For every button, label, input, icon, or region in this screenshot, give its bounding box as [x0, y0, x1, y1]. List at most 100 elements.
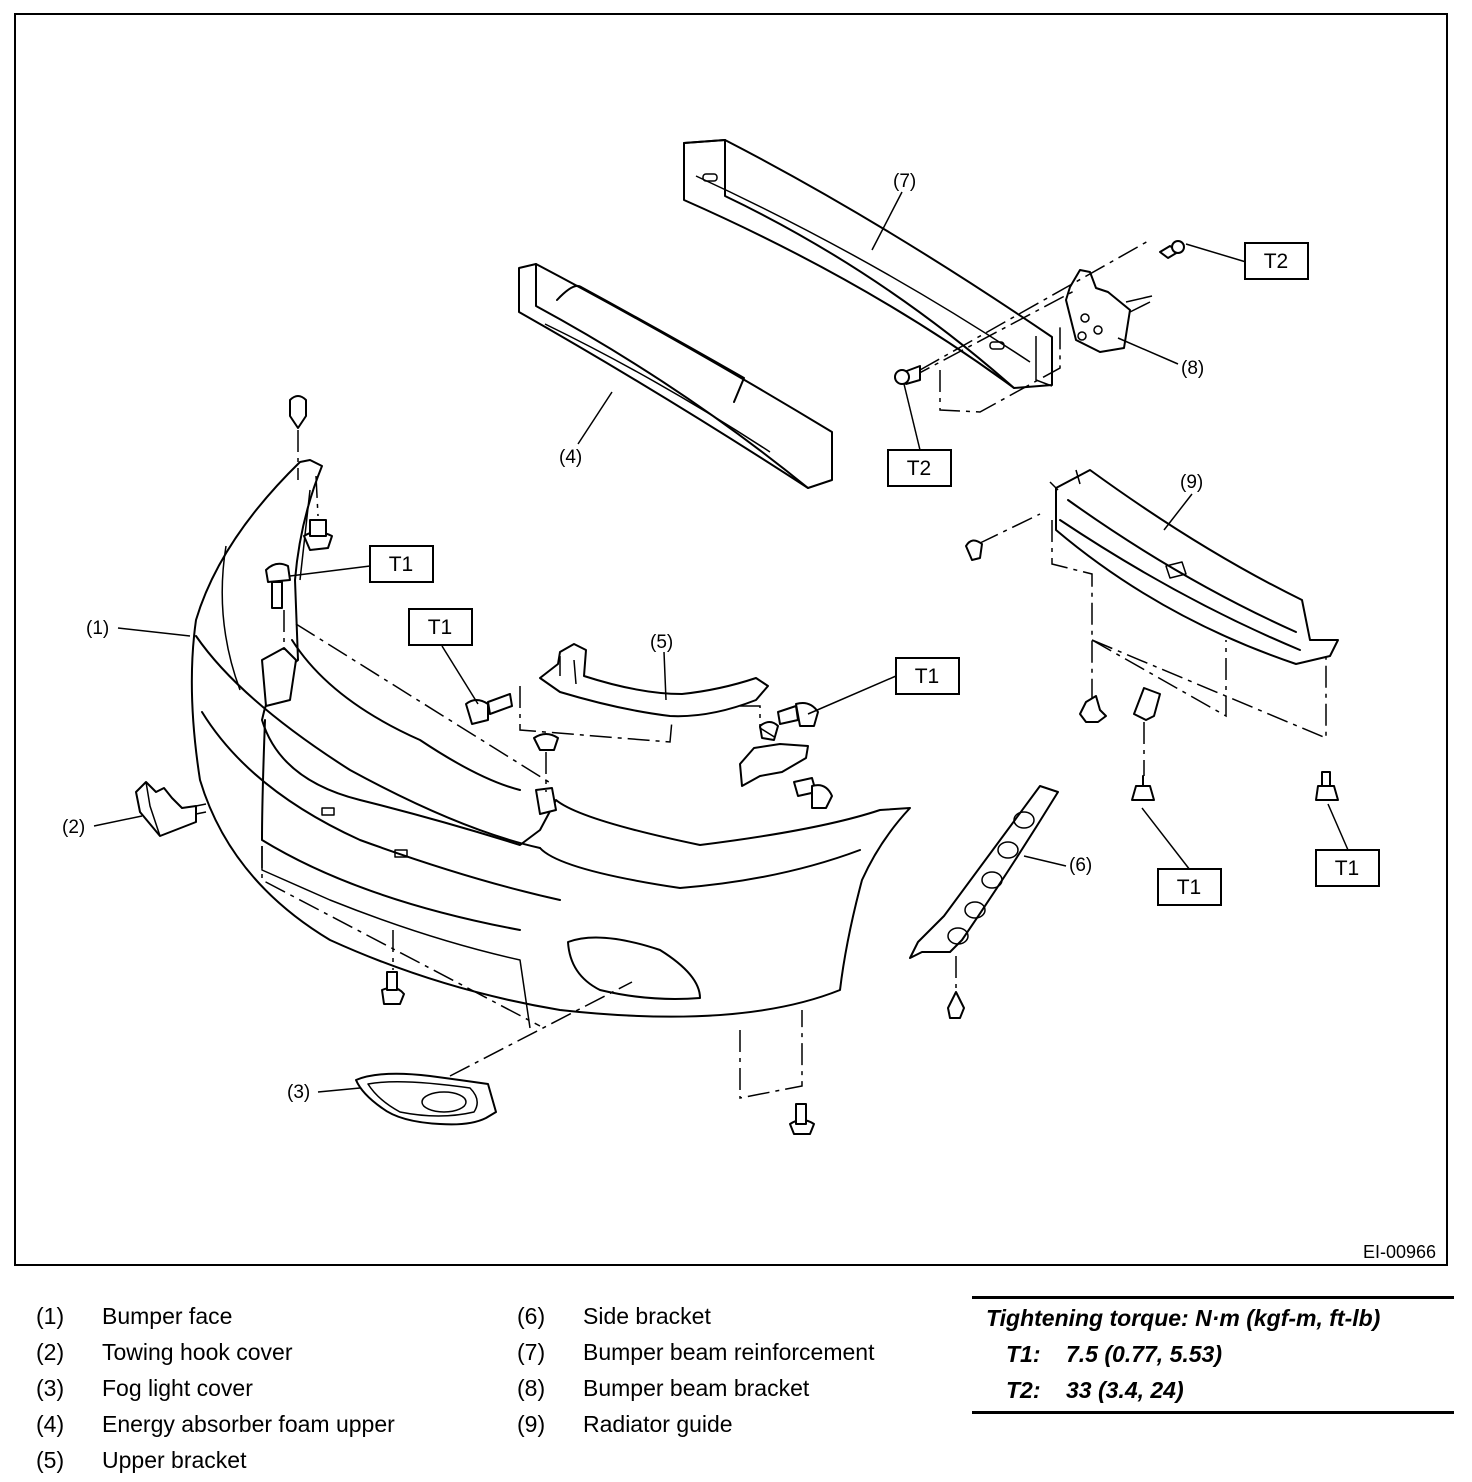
leader-t2-b: [903, 383, 921, 451]
bumper-face-part: [190, 459, 911, 1029]
svg-text:T1: T1: [1335, 857, 1360, 880]
torque-tag-t1-e: T1: [1315, 849, 1380, 887]
torque-tag-t1-d: T1: [1157, 868, 1222, 906]
leader-9: [1163, 493, 1193, 531]
legend-label: Fog light cover: [102, 1375, 253, 1401]
legend-number: (5): [36, 1447, 65, 1473]
radiator-guide-clip: [1079, 695, 1107, 723]
legend-label: Bumper beam reinforcement: [583, 1339, 875, 1365]
legend-number: (3): [36, 1375, 65, 1401]
svg-text:T1: T1: [1177, 876, 1202, 899]
legend-number: (9): [517, 1411, 546, 1437]
leader-8: [1117, 337, 1179, 365]
radiator-guide-part: [965, 469, 1339, 740]
torque-tag-t1-b: T1: [408, 608, 473, 646]
legend-item: (7) Bumper beam reinforcement: [517, 1334, 874, 1370]
legend-number: (7): [517, 1339, 546, 1365]
leader-5: [663, 651, 667, 701]
t1-bolt-guide-left: [1131, 775, 1155, 801]
leader-t1-c: [807, 675, 897, 715]
legend-item: (9) Radiator guide: [517, 1406, 874, 1442]
torque-table-title: Tightening torque: N·m (kgf-m, ft-lb): [986, 1305, 1381, 1331]
callout-7: (7): [893, 171, 916, 192]
t1-bolt-bumper-top: [265, 562, 291, 650]
side-bracket-part: [909, 785, 1059, 1019]
t1-bolt-guide-right: [1315, 771, 1339, 801]
bumper-beam-bracket-part: [909, 239, 1153, 413]
torque-code: T1:: [1006, 1341, 1041, 1367]
leader-t1-d: [1141, 807, 1191, 871]
svg-text:T2: T2: [907, 457, 932, 480]
exploded-parts-diagram: (1) (2) (3) (4) (5) (6) (7) (8) (9) T1 T…: [62, 139, 1436, 1262]
leader-3: [317, 1087, 361, 1093]
leader-t1-b: [441, 645, 479, 705]
callout-2: (2): [62, 817, 85, 838]
legend-label: Upper bracket: [102, 1447, 247, 1473]
torque-code: T2:: [1006, 1377, 1041, 1403]
t2-bolt-lower: [894, 365, 921, 385]
torque-spec-table: Tightening torque: N·m (kgf-m, ft-lb) T1…: [972, 1296, 1454, 1414]
legend-item: (8) Bumper beam bracket: [517, 1370, 874, 1406]
legend-label: Radiator guide: [583, 1411, 733, 1437]
callout-9: (9): [1180, 472, 1203, 493]
torque-tag-t2-a: T2: [1244, 242, 1309, 280]
legend-item: (4) Energy absorber foam upper: [36, 1406, 395, 1442]
bumper-face-side-clip: [303, 475, 333, 551]
legend-number: (1): [36, 1303, 65, 1329]
torque-tag-t2-b: T2: [887, 449, 952, 487]
legend-number: (4): [36, 1411, 65, 1437]
upper-bracket-part: [519, 643, 769, 792]
callout-1: (1): [86, 618, 109, 639]
callout-8: (8): [1181, 358, 1204, 379]
upper-bracket-side-piece: [739, 705, 833, 809]
parts-legend-column-1: (1)Bumper face (2) Towing hook cover (3) F…: [36, 1298, 395, 1478]
leader-6: [1023, 855, 1067, 867]
torque-tag-t1-c: T1: [895, 657, 960, 695]
parts-legend-column-2: (6) Side bracket (7) Bumper beam reinforce…: [517, 1298, 874, 1442]
leader-t1-a: [289, 565, 371, 577]
t1-bolt-bracket-left: [465, 693, 513, 725]
callout-6: (6): [1069, 855, 1092, 876]
leader-2: [93, 815, 143, 827]
torque-row: T2: 33 (3.4, 24): [972, 1372, 1454, 1408]
legend-number: (8): [517, 1375, 546, 1401]
torque-row: T1: 7.5 (0.77, 5.53): [972, 1336, 1454, 1372]
leader-t1-e: [1327, 803, 1349, 851]
legend-item: (6) Side bracket: [517, 1298, 874, 1334]
diagram-frame: [14, 13, 1448, 1266]
bumper-face-lower-clip-left: [381, 930, 405, 1005]
bumper-face-lower-clip-right: [739, 1010, 815, 1135]
leader-t2-a: [1185, 243, 1247, 263]
svg-text:T1: T1: [428, 616, 453, 639]
leader-7: [871, 191, 903, 251]
t1-bolt-bracket-right: [777, 702, 819, 727]
legend-label: Energy absorber foam upper: [102, 1411, 395, 1437]
leader-4: [577, 391, 613, 445]
legend-label: Towing hook cover: [102, 1339, 293, 1365]
legend-label: Side bracket: [583, 1303, 711, 1329]
legend-item: (3) Fog light cover: [36, 1370, 395, 1406]
energy-absorber-foam-part: [518, 263, 833, 489]
callout-3: (3): [287, 1082, 310, 1103]
torque-tag-t1-a: T1: [369, 545, 434, 583]
radiator-guide-small-bracket: [1133, 687, 1161, 776]
t2-bolt-upper: [1159, 240, 1185, 259]
legend-number: (6): [517, 1303, 546, 1329]
figure-id: EI-00966: [1363, 1242, 1436, 1262]
svg-text:T1: T1: [915, 665, 940, 688]
svg-text:T2: T2: [1264, 250, 1289, 273]
legend-number: (2): [36, 1339, 65, 1365]
torque-value: 7.5 (0.77, 5.53): [1066, 1341, 1222, 1367]
svg-text:T1: T1: [389, 553, 414, 576]
leader-1: [117, 627, 191, 637]
legend-item: (5) Upper bracket: [36, 1442, 395, 1478]
bumper-face-top-clip: [289, 395, 307, 480]
fog-light-cover-part: [355, 981, 633, 1126]
callout-5: (5): [650, 632, 673, 653]
legend-label: Bumper beam bracket: [583, 1375, 810, 1401]
callout-4: (4): [559, 447, 582, 468]
legend-item: (1)Bumper face: [36, 1298, 395, 1334]
towing-hook-cover-part: [135, 781, 207, 837]
legend-item: (2) Towing hook cover: [36, 1334, 395, 1370]
torque-value: 33 (3.4, 24): [1066, 1377, 1184, 1403]
